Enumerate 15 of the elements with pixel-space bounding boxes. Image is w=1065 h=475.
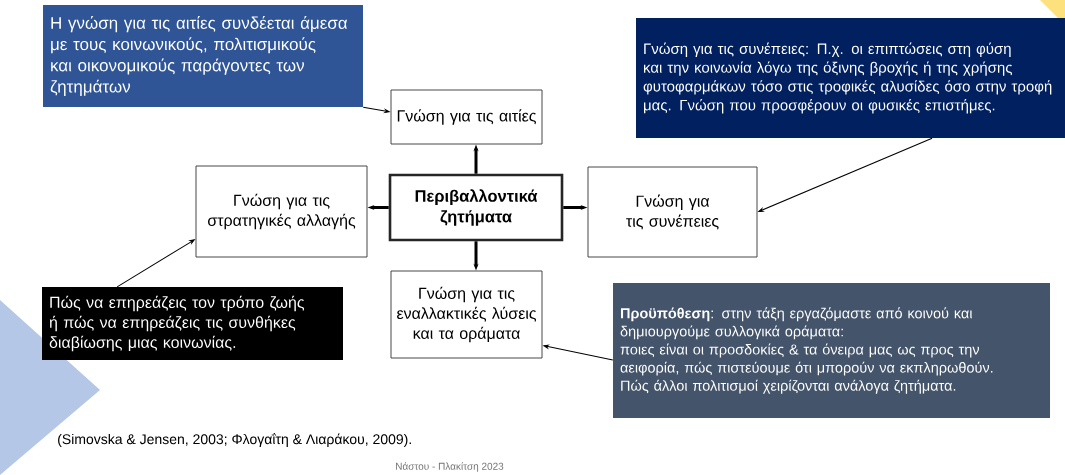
process-box: Γνώση για τις αιτίες bbox=[390, 89, 543, 145]
arrow bbox=[362, 106, 390, 113]
process-box: Γνώση για τις συνέπειες bbox=[587, 166, 758, 258]
note-box: Πώς να επηρεάζεις τον τρόπο ζωής ή πώς να επηρεάζεις τις συνθήκες διαβίωσης μιας κοινωνίας. bbox=[42, 287, 343, 360]
note-box: Γνώση για τις συνέπειες: Π.χ. οι επιπτώσεις στη φύση και την κοινωνία λόγω της όξινης βροχής ή της χρήσης φυτοφαρμάκων τόσο στις τροφικές αλυσίδες όσο στην τροφή μας. Γνώση που προσφέρουν οι φυσικές επιστήμες. bbox=[636, 18, 1065, 138]
note-box: Η γνώση για τις αιτίες συνδέεται άμεσα με τους κοινωνικούς, πολιτισμικούς και οικονομικούς παράγοντες των ζητημάτων bbox=[43, 5, 363, 107]
arrow bbox=[543, 344, 614, 361]
citation-text: (Simovska & Jensen, 2003; Φλογαΐτη & Λιαράκου, 2009). bbox=[58, 433, 411, 447]
process-box: Γνώση για τις στρατηγικές αλλαγής bbox=[195, 165, 368, 258]
arrow bbox=[758, 137, 933, 212]
arrow bbox=[116, 239, 195, 288]
footer-text: Νάστου - Πλακίτση 2023 bbox=[396, 462, 504, 472]
process-box: Γνώση για τις εναλλακτικές λύσεις και τα οράματα bbox=[390, 270, 543, 359]
topic-box: Περιβαλλοντικά ζητήματα bbox=[388, 173, 564, 242]
note-box: Προϋπόθεση: στην τάξη εργαζόμαστε από κοινού και δημιουργούμε συλλογικά οράματα: ποιες είναι οι προσδοκίες & τα όνειρα μας ως προς την αειφορία, πώς πιστεύουμε ότι μπορούν να εκπληρωθούν. Πώς άλλοι πολιτισμοί χειρίζονται ανάλογα ζητήματα. bbox=[613, 283, 1050, 418]
